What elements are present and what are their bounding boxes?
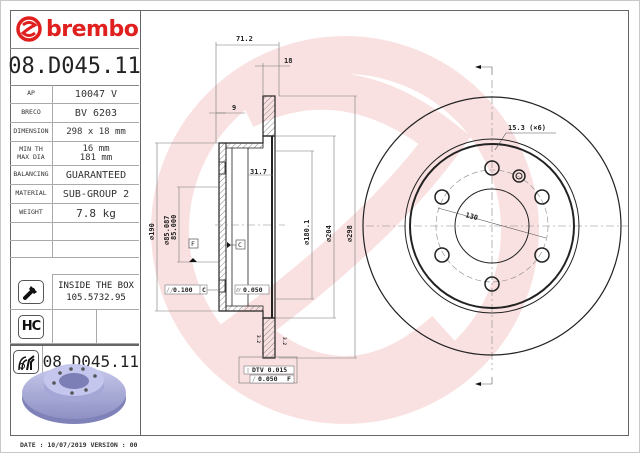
spec-key-line1: MIN TH bbox=[19, 145, 43, 153]
hc-row: HC bbox=[10, 310, 139, 344]
footer-date-version: DATE : 10/07/2019 VERSION : 00 bbox=[20, 441, 138, 449]
spec-value-line2: 181 mm bbox=[79, 152, 113, 163]
svg-text:▯: ▯ bbox=[246, 366, 250, 374]
spec-value: 7.8 kg bbox=[76, 206, 116, 220]
svg-text:C: C bbox=[238, 241, 242, 249]
inside-box-label: INSIDE THE BOX bbox=[58, 281, 134, 291]
spec-key: WEIGHT bbox=[10, 204, 53, 222]
hc-label: HC bbox=[21, 319, 41, 334]
spec-key: DIMENSION bbox=[10, 123, 53, 141]
hc-icon: HC bbox=[18, 314, 44, 339]
dim-bolt-holes: 15.3 (×6) bbox=[508, 124, 546, 132]
brembo-watermark-icon bbox=[151, 36, 539, 424]
spec-key: BRECO bbox=[10, 104, 53, 122]
dim-d180: ⌀180.1 bbox=[303, 220, 311, 245]
dim-offset: 31.7 bbox=[250, 168, 267, 176]
inside-box-row: INSIDE THE BOX 105.5732.95 bbox=[10, 275, 139, 310]
spec-value: 298 x 18 mm bbox=[66, 126, 126, 137]
spec-value: BV 6203 bbox=[74, 107, 118, 119]
blank-row bbox=[10, 223, 139, 241]
spec-row-ap: AP 10047 V bbox=[10, 85, 139, 104]
disc-pad-icon bbox=[12, 349, 39, 374]
dim-d190: ⌀190 bbox=[148, 223, 156, 240]
front-view bbox=[362, 65, 628, 386]
tol-parallel-datum: C bbox=[202, 286, 206, 294]
screw-icon bbox=[18, 280, 44, 304]
cross-section-view bbox=[215, 95, 285, 359]
brand-logo: brembo bbox=[10, 10, 139, 49]
spec-sidebar: brembo 08.D045.11 AP 10047 V BRECO BV 62… bbox=[8, 10, 141, 436]
dim-pcd: 130 bbox=[464, 211, 478, 222]
drawing-frame bbox=[10, 10, 629, 436]
disc-render-image bbox=[10, 345, 139, 434]
roughness-left: 3.2 bbox=[255, 335, 261, 343]
dim-d204: ⌀204 bbox=[325, 225, 333, 242]
brand-name: brembo bbox=[46, 16, 139, 42]
spec-key: AP bbox=[10, 85, 53, 103]
dim-d298: ⌀298 bbox=[346, 225, 354, 242]
svg-text:/: / bbox=[252, 375, 256, 383]
blank-row bbox=[10, 241, 139, 258]
blank-row bbox=[52, 258, 139, 275]
roughness-right: 3.2 bbox=[281, 337, 287, 345]
dim-d85-max: ⌀85.087 bbox=[163, 215, 171, 245]
datum-f: F bbox=[188, 238, 199, 262]
spec-value: GUARANTEED bbox=[65, 169, 127, 181]
tol-flatness: 0.050 bbox=[243, 286, 263, 294]
technical-drawing: 71.2 18 9 31.7 ⌀190 ⌀85.087 85.000 ⌀180.… bbox=[141, 11, 628, 435]
spec-key: BALANCING bbox=[10, 166, 53, 184]
spec-row-breco: BRECO BV 6203 bbox=[10, 104, 139, 123]
part-number: 08.D045.11 bbox=[8, 48, 141, 86]
spec-row-dimension: DIMENSION 298 x 18 mm bbox=[10, 123, 139, 142]
spec-row-weight: WEIGHT 7.8 kg bbox=[10, 204, 139, 223]
svg-text://: // bbox=[166, 286, 174, 294]
tolerance-frames: // 0.100 C ⌭ 0.050 ▯ DTV 0.015 / 0.050 F… bbox=[164, 284, 295, 384]
inside-box-part: 105.5732.95 bbox=[66, 293, 126, 303]
spec-value-line1: 16 mm bbox=[82, 143, 110, 154]
spec-key-line2: MAX DIA bbox=[17, 152, 45, 161]
spec-row-min-max: MIN TH MAX DIA 16 mm 181 mm bbox=[10, 142, 139, 166]
svg-text:F: F bbox=[191, 240, 195, 248]
tol-parallel: 0.100 bbox=[173, 286, 193, 294]
spec-key: MIN TH MAX DIA bbox=[10, 142, 53, 165]
dim-overall-height: 71.2 bbox=[236, 35, 253, 43]
dim-thickness: 18 bbox=[284, 57, 292, 65]
spec-value: 16 mm 181 mm bbox=[53, 142, 139, 165]
svg-text:⌭: ⌭ bbox=[235, 286, 241, 294]
tol-runout-datum: F bbox=[287, 375, 291, 383]
spec-value: SUB-GROUP 2 bbox=[62, 188, 130, 200]
spec-table: AP 10047 V BRECO BV 6203 DIMENSION 298 x… bbox=[10, 85, 139, 378]
datum-c: C bbox=[227, 239, 246, 250]
spec-row-balancing: BALANCING GUARANTEED bbox=[10, 166, 139, 185]
spec-row-material: MATERIAL SUB-GROUP 2 bbox=[10, 185, 139, 204]
dim-d85-min: 85.000 bbox=[170, 215, 178, 240]
spec-value: 10047 V bbox=[74, 88, 118, 100]
tol-runout: 0.050 bbox=[258, 375, 278, 383]
spec-key: MATERIAL bbox=[10, 185, 53, 203]
dim-hat-thickness: 9 bbox=[232, 104, 236, 112]
brembo-logo-icon bbox=[16, 16, 42, 42]
tol-dtv: DTV 0.015 bbox=[252, 366, 287, 374]
